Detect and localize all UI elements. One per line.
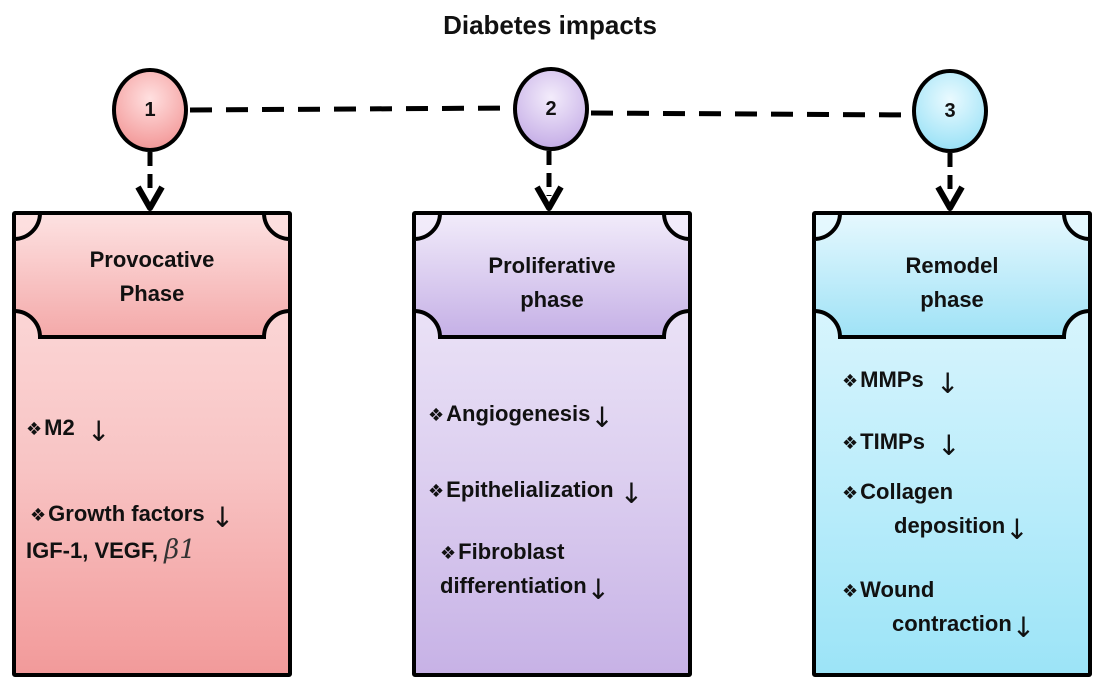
bullet-icon: ❖	[842, 433, 859, 453]
arrowhead-2	[534, 185, 564, 211]
item-text: Collagen	[860, 479, 954, 504]
down-arrow-icon: ↓	[935, 367, 960, 400]
item-text: M2	[44, 415, 75, 440]
step-node-3: 3	[912, 69, 988, 153]
down-arrow-icon: ↓	[586, 573, 611, 606]
list-item-timps: ❖TIMPs ↓	[842, 425, 961, 463]
item-text: Epithelialization	[446, 477, 614, 502]
step-node-2: 2	[513, 67, 589, 151]
down-arrow-icon: ↓	[1011, 611, 1036, 644]
phase-card-provocative: Provocative Phase ❖M2 ↓ ❖Growth factors …	[12, 211, 292, 677]
item-text: differentiation	[440, 573, 587, 598]
item-text: Growth factors	[48, 501, 205, 526]
header-scroll-shape	[412, 211, 692, 339]
item-text: MMPs	[860, 367, 924, 392]
header-scroll-shape	[812, 211, 1092, 339]
item-text: Angiogenesis	[446, 401, 591, 426]
list-item-collagen: ❖Collagen	[842, 475, 953, 510]
down-arrow-icon: ↓	[1005, 513, 1029, 546]
diagram-title: Diabetes impacts	[443, 10, 657, 40]
dashed-link-2-3	[590, 110, 913, 118]
bullet-icon: ❖	[440, 543, 457, 563]
list-item-wound: ❖Wound	[842, 573, 934, 608]
step-node-1: 1	[112, 68, 188, 152]
phase-title-line1: Proliferative	[488, 253, 616, 278]
item-text: Wound	[860, 577, 935, 602]
bullet-icon: ❖	[26, 419, 43, 439]
item-text: Fibroblast	[458, 539, 565, 564]
header-scroll-shape	[12, 211, 292, 339]
arrowhead-1	[135, 185, 165, 211]
list-item-angiogenesis: ❖Angiogenesis↓	[428, 397, 614, 435]
item-text: TIMPs	[860, 429, 925, 454]
phase-title-line1: Remodel	[905, 253, 999, 278]
bullet-icon: ❖	[842, 371, 859, 391]
bullet-icon: ❖	[30, 505, 47, 525]
item-text: IGF-1, VEGF,	[26, 538, 159, 563]
list-item-m2: ❖M2 ↓	[26, 411, 110, 449]
step-number: 3	[944, 99, 956, 122]
dashed-link-1-2	[189, 105, 514, 113]
item-text: contraction	[892, 611, 1012, 636]
bullet-icon: ❖	[428, 405, 445, 425]
card-header: Remodel phase	[812, 211, 1092, 339]
down-arrow-icon: ↓	[590, 401, 614, 434]
list-item-epithelialization: ❖Epithelialization ↓	[428, 473, 643, 511]
list-item-wound-detail: contraction↓	[892, 607, 1035, 645]
list-item-growth-factors-detail: IGF-1, VEGF, β1	[26, 533, 196, 568]
phase-card-remodel: Remodel phase ❖MMPs ↓ ❖TIMPs ↓ ❖Collagen…	[812, 211, 1092, 677]
down-arrow-icon: ↓	[86, 415, 111, 448]
down-arrow-icon: ↓	[937, 429, 961, 462]
phase-title-line2: phase	[520, 287, 584, 312]
down-arrow-icon: ↓	[619, 477, 644, 510]
list-item-fibroblast: ❖Fibroblast	[440, 535, 564, 570]
card-header: Proliferative phase	[412, 211, 692, 339]
phase-title-line2: Phase	[119, 281, 185, 306]
arrowhead-3	[935, 185, 965, 211]
step-number: 1	[144, 98, 156, 121]
beta-symbol: β1	[164, 535, 196, 565]
phase-title-line1: Provocative	[89, 247, 215, 272]
down-arrow-icon: ↓	[210, 501, 235, 534]
phase-title-line2: phase	[920, 287, 984, 312]
bullet-icon: ❖	[842, 581, 859, 601]
bullet-icon: ❖	[842, 483, 859, 503]
list-item-mmps: ❖MMPs ↓	[842, 363, 959, 401]
phase-card-proliferative: Proliferative phase ❖Angiogenesis↓ ❖Epit…	[412, 211, 692, 677]
list-item-growth-factors: ❖Growth factors ↓	[30, 497, 234, 535]
bullet-icon: ❖	[428, 481, 445, 501]
list-item-collagen-detail: deposition↓	[894, 509, 1029, 547]
list-item-fibroblast-detail: differentiation↓	[440, 569, 610, 607]
item-text: deposition	[894, 513, 1006, 538]
step-number: 2	[545, 97, 557, 120]
card-header: Provocative Phase	[12, 211, 292, 339]
